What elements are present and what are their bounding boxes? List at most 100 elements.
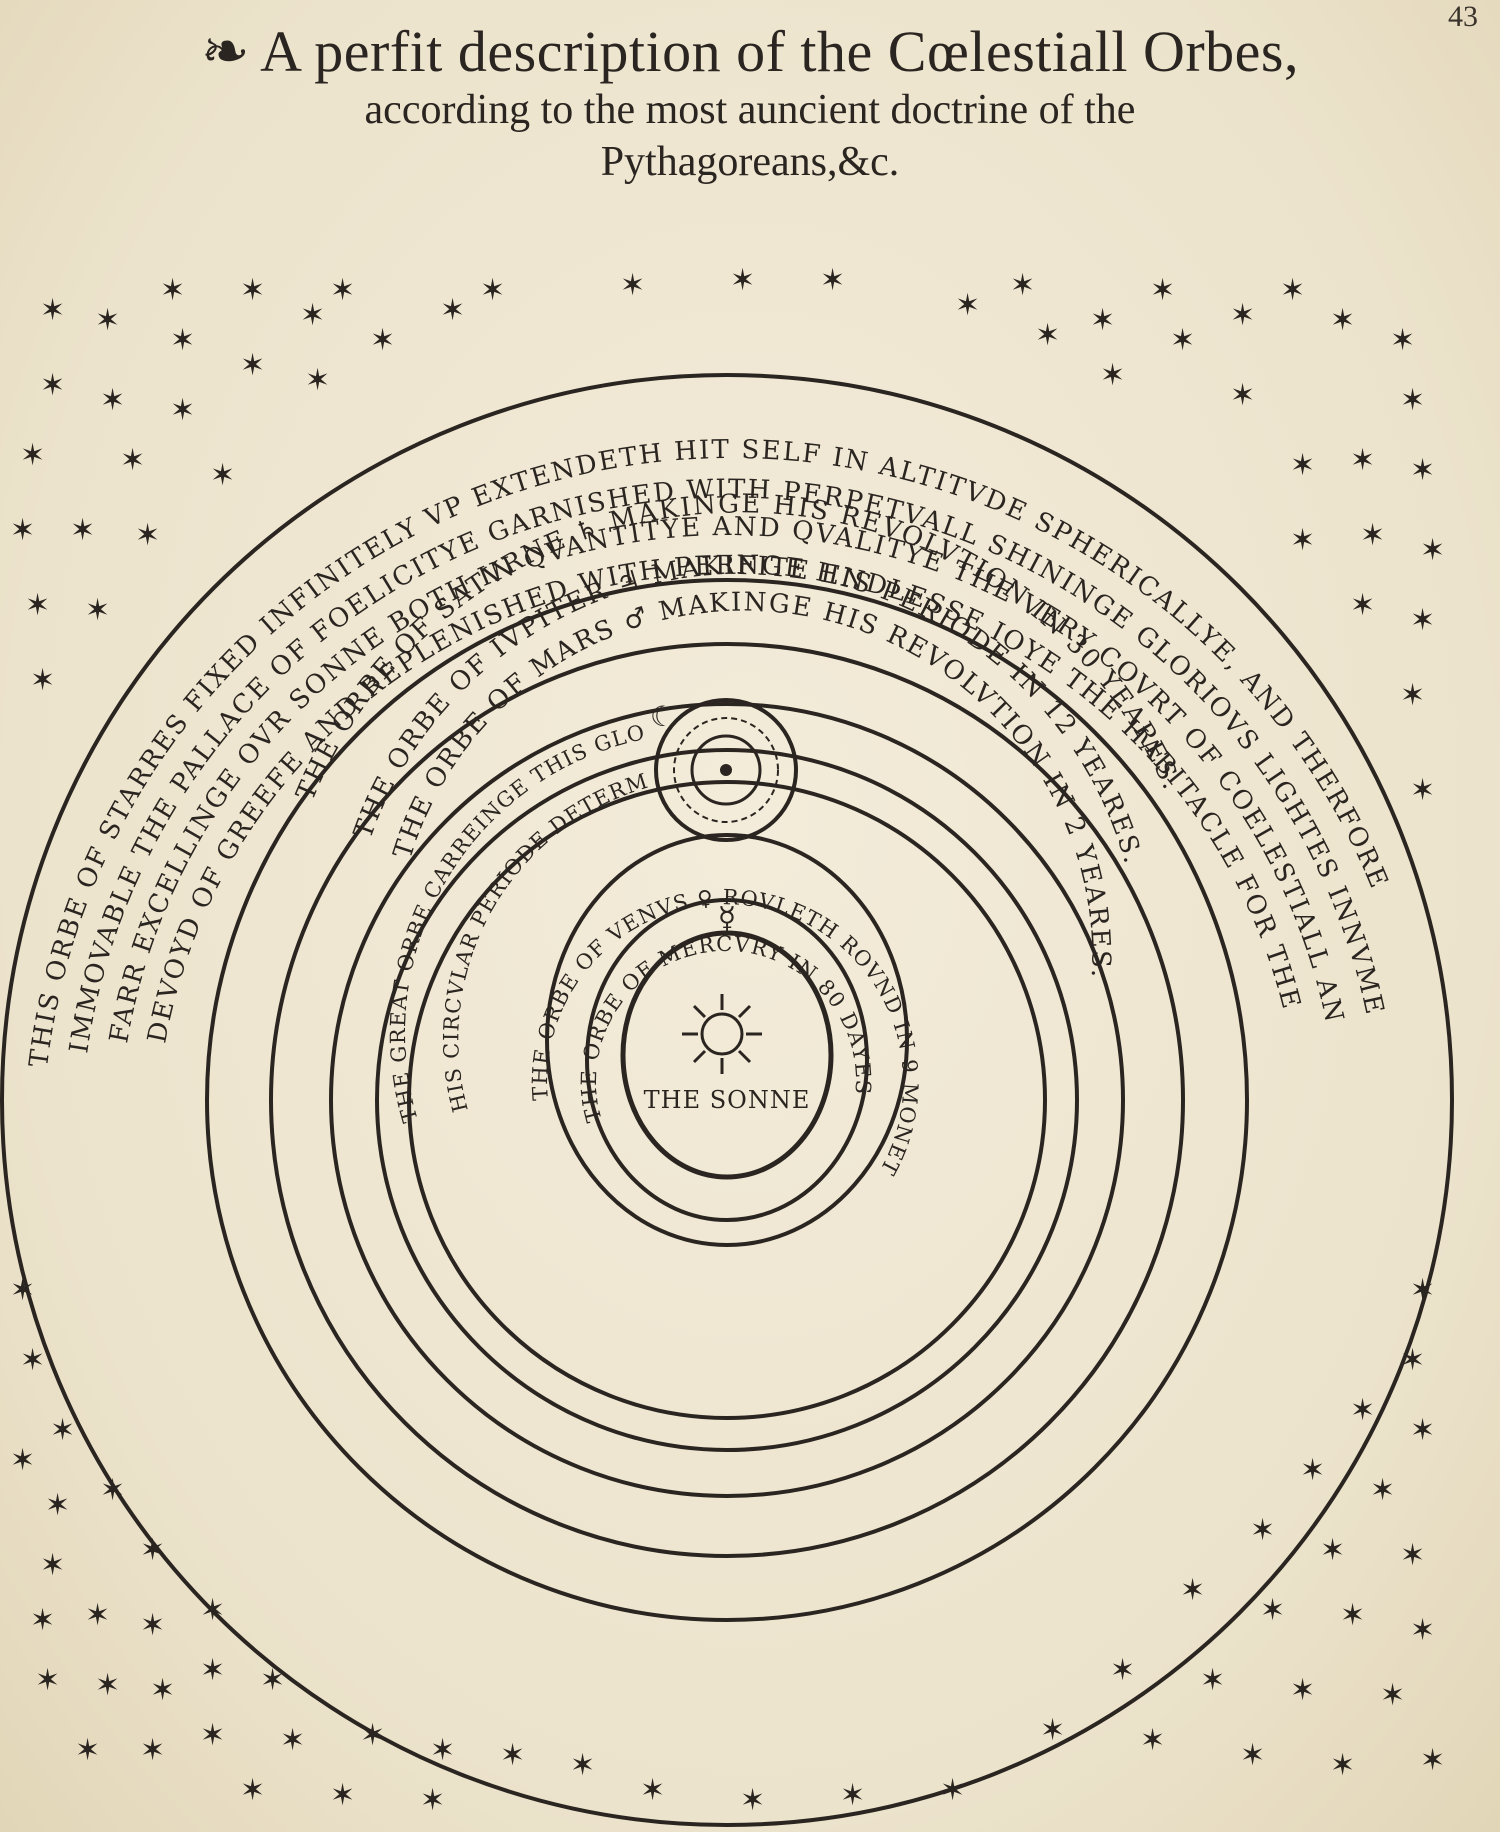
ring-fixed-stars [0,373,1454,1827]
star-icon: ✶ [1010,268,1035,303]
star-icon: ✶ [140,1733,165,1768]
star-icon: ✶ [1040,1713,1065,1748]
star-icon: ✶ [1230,298,1255,333]
star-icon: ✶ [140,1608,165,1643]
star-icon: ✶ [1320,1533,1345,1568]
ring-great-orb [407,780,1047,1420]
star-icon: ✶ [1300,1453,1325,1488]
star-icon: ✶ [50,1413,75,1448]
star-icon: ✶ [1400,678,1425,713]
star-icon: ✶ [30,663,55,698]
star-icon: ✶ [420,1783,445,1818]
star-icon: ✶ [1400,1538,1425,1573]
star-icon: ✶ [160,273,185,308]
star-icon: ✶ [135,518,160,553]
star-icon: ✶ [240,348,265,383]
star-icon: ✶ [440,293,465,328]
star-icon: ✶ [1180,1573,1205,1608]
star-icon: ✶ [10,1443,35,1478]
fleuron-icon: ❧ [201,19,251,84]
ring-mercury [585,898,869,1222]
star-icon: ✶ [150,1673,175,1708]
star-icon: ✶ [95,1668,120,1703]
star-icon: ✶ [30,1603,55,1638]
star-icon: ✶ [70,513,95,548]
star-icon: ✶ [1290,1673,1315,1708]
star-field: ✶ ✶ ✶ ✶ ✶ ✶ ✶ ✶ ✶ ✶ ✶ ✶ ✶ ✶ ✶ ✶ ✶ ✶ ✶ ✶ … [10,263,1445,1818]
sun-label: THE SONNE [644,1086,811,1114]
star-icon: ✶ [240,1773,265,1808]
star-icon: ✶ [40,368,65,403]
star-icon: ✶ [330,273,355,308]
star-icon: ✶ [1330,303,1355,338]
star-icon: ✶ [100,383,125,418]
star-icon: ✶ [360,1718,385,1753]
star-icon: ✶ [1110,1653,1135,1688]
star-icon: ✶ [480,273,505,308]
star-icon: ✶ [570,1748,595,1783]
ring-sun [620,930,834,1180]
star-icon: ✶ [1370,1473,1395,1508]
star-icon: ✶ [35,1663,60,1698]
page-number: 43 [1448,0,1478,33]
sun-icon [682,994,762,1074]
star-icon: ✶ [10,513,35,548]
star-icon: ✶ [200,1653,225,1688]
star-icon: ✶ [955,288,980,323]
star-icon: ✶ [1290,448,1315,483]
star-icon: ✶ [45,1488,70,1523]
star-icon: ✶ [940,1773,965,1808]
star-icon: ✶ [1280,273,1305,308]
star-icon: ✶ [1410,1273,1435,1308]
star-icon: ✶ [170,393,195,428]
star-icon: ✶ [1350,1393,1375,1428]
star-icon: ✶ [330,1778,355,1813]
star-icon: ✶ [1410,1613,1435,1648]
star-icon: ✶ [1340,1598,1365,1633]
star-icon: ✶ [1400,1343,1425,1378]
star-icon: ✶ [740,1783,765,1818]
star-icon: ✶ [1100,358,1125,393]
star-icon: ✶ [20,1343,45,1378]
star-icon: ✶ [100,1473,125,1508]
star-icon: ✶ [820,263,845,298]
earth-moon-globe: ☾ [650,698,798,842]
star-icon: ✶ [170,323,195,358]
star-icon: ✶ [75,1733,100,1768]
title-line-2: according to the most auncient doctrine … [364,87,1136,133]
mercury-symbol-icon: ☿ [718,901,736,936]
star-icon: ✶ [25,588,50,623]
ring-mars [375,748,1079,1452]
star-icon: ✶ [1400,383,1425,418]
title-line-3: Pythagoreans,&c. [600,139,900,185]
title-line-1: ❧A perfit description of the Cœlestiall … [0,20,1500,84]
star-icon: ✶ [1250,1513,1275,1548]
star-icon: ✶ [1420,533,1445,568]
ring-venus [545,833,909,1247]
star-icon: ✶ [200,1593,225,1628]
star-icon: ✶ [240,273,265,308]
star-icon: ✶ [1170,323,1195,358]
star-icon: ✶ [1140,1723,1165,1758]
star-icon: ✶ [1380,1678,1405,1713]
star-icon: ✶ [1350,443,1375,478]
star-icon: ✶ [20,438,45,473]
ring-saturn-outer [205,578,1249,1622]
star-icon: ✶ [1260,1593,1285,1628]
star-icon: ✶ [140,1533,165,1568]
moon-icon: ☾ [650,700,675,733]
star-icon: ✶ [640,1773,665,1808]
star-icon: ✶ [260,1663,285,1698]
star-icon: ✶ [40,1548,65,1583]
star-icon: ✶ [730,263,755,298]
star-icon: ✶ [280,1723,305,1758]
star-icon: ✶ [200,1718,225,1753]
star-icon: ✶ [1420,1743,1445,1778]
star-icon: ✶ [1410,1413,1435,1448]
star-icon: ✶ [430,1733,455,1768]
star-icon: ✶ [1410,603,1435,638]
star-icon: ✶ [95,303,120,338]
star-icon: ✶ [1150,273,1175,308]
star-icon: ✶ [840,1778,865,1813]
